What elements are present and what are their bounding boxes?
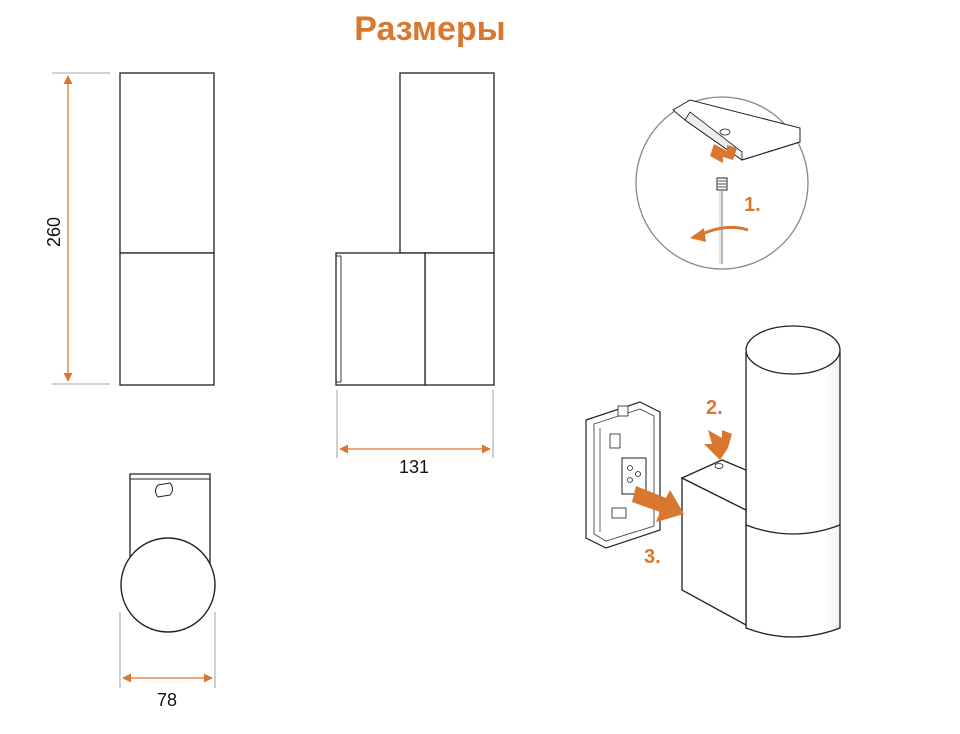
- step1-down-arrow-icon: [710, 144, 737, 163]
- top-view-mounting-slot: [155, 482, 173, 498]
- top-view: 78: [119, 473, 216, 710]
- mounting-plate-top-tab: [617, 405, 629, 417]
- side-view-upper-shade: [399, 72, 495, 254]
- terminal-block: [621, 457, 647, 495]
- front-view-upper-shade: [119, 72, 215, 254]
- step2-down-arrow-icon: [704, 430, 732, 460]
- install-detail-circle: 1.: [635, 96, 809, 270]
- top-view-cylinder: [120, 537, 216, 633]
- step-1-label: 1.: [744, 194, 761, 216]
- front-view: 260: [44, 72, 215, 386]
- lamp-cylinder-upper: [745, 352, 841, 535]
- step3-slide-arrow-icon: [632, 486, 684, 522]
- front-view-lower-shade: [119, 252, 215, 386]
- step-3-label: 3.: [644, 546, 661, 568]
- height-dimension-label: 260: [44, 217, 64, 247]
- lamp-cylinder-lower: [745, 525, 841, 638]
- lamp-bracket-top: [680, 459, 747, 512]
- side-view-wall-bracket: [335, 252, 426, 386]
- screw-hole: [719, 128, 731, 136]
- side-view-lower-shade: [424, 252, 495, 386]
- side-view: 131: [335, 72, 495, 477]
- step-2-label: 2.: [706, 397, 723, 419]
- width-dimension-label: 78: [157, 690, 177, 710]
- depth-dimension-label: 131: [399, 457, 429, 477]
- mounting-plate: 3.: [585, 401, 684, 568]
- page-title: Размеры: [354, 10, 505, 48]
- assembled-lamp: 2.: [680, 325, 841, 638]
